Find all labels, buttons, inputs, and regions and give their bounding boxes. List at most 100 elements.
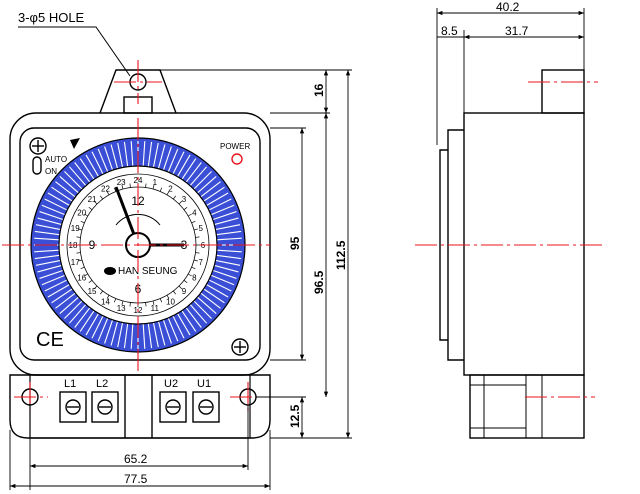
- dial-segment-tick: [181, 158, 197, 180]
- auto-label: AUTO: [45, 155, 67, 164]
- dial-segment-tick: [69, 304, 87, 324]
- dial-ring-number: 13: [117, 304, 126, 313]
- dial-segment-tick: [152, 322, 159, 348]
- dial-ring-number: 10: [166, 297, 175, 306]
- dial-segment-tick: [181, 310, 197, 332]
- dial-ring-number: 21: [88, 195, 97, 204]
- dial-segment-tick: [142, 323, 146, 349]
- dial-segment-tick: [172, 315, 185, 339]
- dial-segment-tick: [210, 274, 235, 286]
- dial-segment-tick: [206, 192, 229, 206]
- dial-segment-tick: [216, 237, 242, 241]
- dial-minor-tick: [188, 213, 192, 217]
- dial-minor-tick: [99, 290, 103, 295]
- dial-segment-tick: [210, 204, 235, 216]
- dial-segment-tick: [97, 317, 109, 342]
- dial-segment-tick: [212, 269, 237, 279]
- dial-minor-tick: [113, 298, 117, 303]
- dial-segment-tick: [97, 148, 109, 173]
- dial-minor-tick: [80, 220, 85, 224]
- dial-segment-tick: [157, 144, 166, 169]
- dial-minor-tick: [191, 266, 196, 270]
- dim-65-2: 65.2: [124, 452, 148, 466]
- dial-segment-tick: [152, 142, 159, 168]
- dim-12-5: 12.5: [288, 404, 302, 428]
- dial-segment-tick: [162, 319, 172, 344]
- dial-segment-tick: [203, 288, 225, 304]
- dial-minor-tick: [152, 300, 155, 305]
- dial-minor-tick: [129, 302, 131, 307]
- dial-ring-number: 20: [77, 209, 86, 218]
- dial-segment-tick: [35, 259, 61, 266]
- dial-segment-tick: [162, 146, 172, 171]
- dial-segment-tick: [177, 313, 191, 336]
- dial-minor-tick: [195, 252, 200, 254]
- dial-ring-number: 14: [101, 297, 110, 306]
- dial-segment-tick: [142, 141, 146, 167]
- dial-minor-tick: [93, 285, 98, 290]
- dial-minor-tick: [106, 191, 110, 195]
- dial-segment-tick: [215, 224, 241, 231]
- dial-minor-tick: [183, 280, 188, 284]
- dial-segment-tick: [69, 166, 87, 186]
- corner-screw-bottom-right: [231, 338, 249, 356]
- dial-minor-tick: [76, 252, 81, 254]
- dial-ring-number: 24: [134, 176, 143, 185]
- dial-segment-tick: [79, 158, 95, 180]
- dial-segment-tick: [41, 204, 66, 216]
- power-label: POWER: [220, 142, 250, 151]
- dial-segment-tick: [214, 264, 239, 273]
- dial-segment-tick: [216, 230, 242, 236]
- side-body: [463, 112, 585, 376]
- dial-ring-number: 4: [192, 209, 197, 218]
- dial-segment-tick: [51, 288, 73, 304]
- dial-segment-tick: [216, 254, 242, 260]
- dial-segment-tick: [208, 198, 232, 211]
- dial-arc: [115, 213, 161, 226]
- dial-segment-tick: [34, 230, 60, 236]
- brand-logo: [104, 267, 116, 275]
- dial-segment-tick: [147, 141, 153, 167]
- dial-segment-tick: [74, 307, 91, 328]
- dial-segment-tick: [59, 296, 79, 314]
- dial-segment-tick: [130, 323, 134, 349]
- dial-segment-tick: [55, 181, 76, 198]
- dial-ring-number: 8: [192, 274, 197, 283]
- dial-ring-number: 15: [88, 287, 97, 296]
- dial-segment-tick: [64, 300, 83, 319]
- dial-minor-tick: [129, 183, 131, 188]
- dial-segment-tick: [104, 146, 114, 171]
- terminal-label-u2: U2: [164, 378, 178, 390]
- dial-segment-tick: [39, 269, 64, 279]
- terminal-label-l2: L2: [96, 378, 108, 390]
- auto-on-switch: [32, 156, 42, 175]
- dial-minor-tick: [93, 200, 98, 205]
- dial-minor-tick: [178, 285, 183, 290]
- dial-segment-tick: [167, 317, 179, 342]
- dial-ring-number: 3: [182, 195, 187, 204]
- dim-95: 95: [288, 236, 302, 250]
- dial-minor-tick: [195, 236, 200, 238]
- dial-minor-tick: [106, 295, 110, 299]
- corner-screw-top-left: [29, 137, 47, 155]
- dial-segment-tick: [200, 292, 221, 309]
- dial-minor-tick: [76, 236, 81, 238]
- dial-minor-tick: [88, 280, 93, 284]
- dial-ring-number: 17: [71, 258, 80, 267]
- dim-16: 16: [312, 83, 326, 97]
- dim-top-width: 40.2: [496, 0, 520, 14]
- dim-77-5: 77.5: [124, 472, 148, 486]
- hole-note: 3-φ5 HOLE: [18, 10, 85, 25]
- dial-minor-tick: [193, 259, 198, 262]
- dial-segment-tick: [44, 279, 68, 292]
- dial-minor-tick: [188, 273, 192, 277]
- dial-segment-tick: [47, 284, 70, 298]
- dial-segment-tick: [123, 141, 129, 167]
- dial-segment-tick: [157, 321, 166, 346]
- dial-segment-tick: [193, 171, 212, 190]
- brand-label: HAN SEUNG: [118, 266, 178, 277]
- dial-minor-tick: [152, 185, 155, 190]
- dial-segment-tick: [74, 162, 91, 183]
- dial-segment-tick: [216, 249, 242, 253]
